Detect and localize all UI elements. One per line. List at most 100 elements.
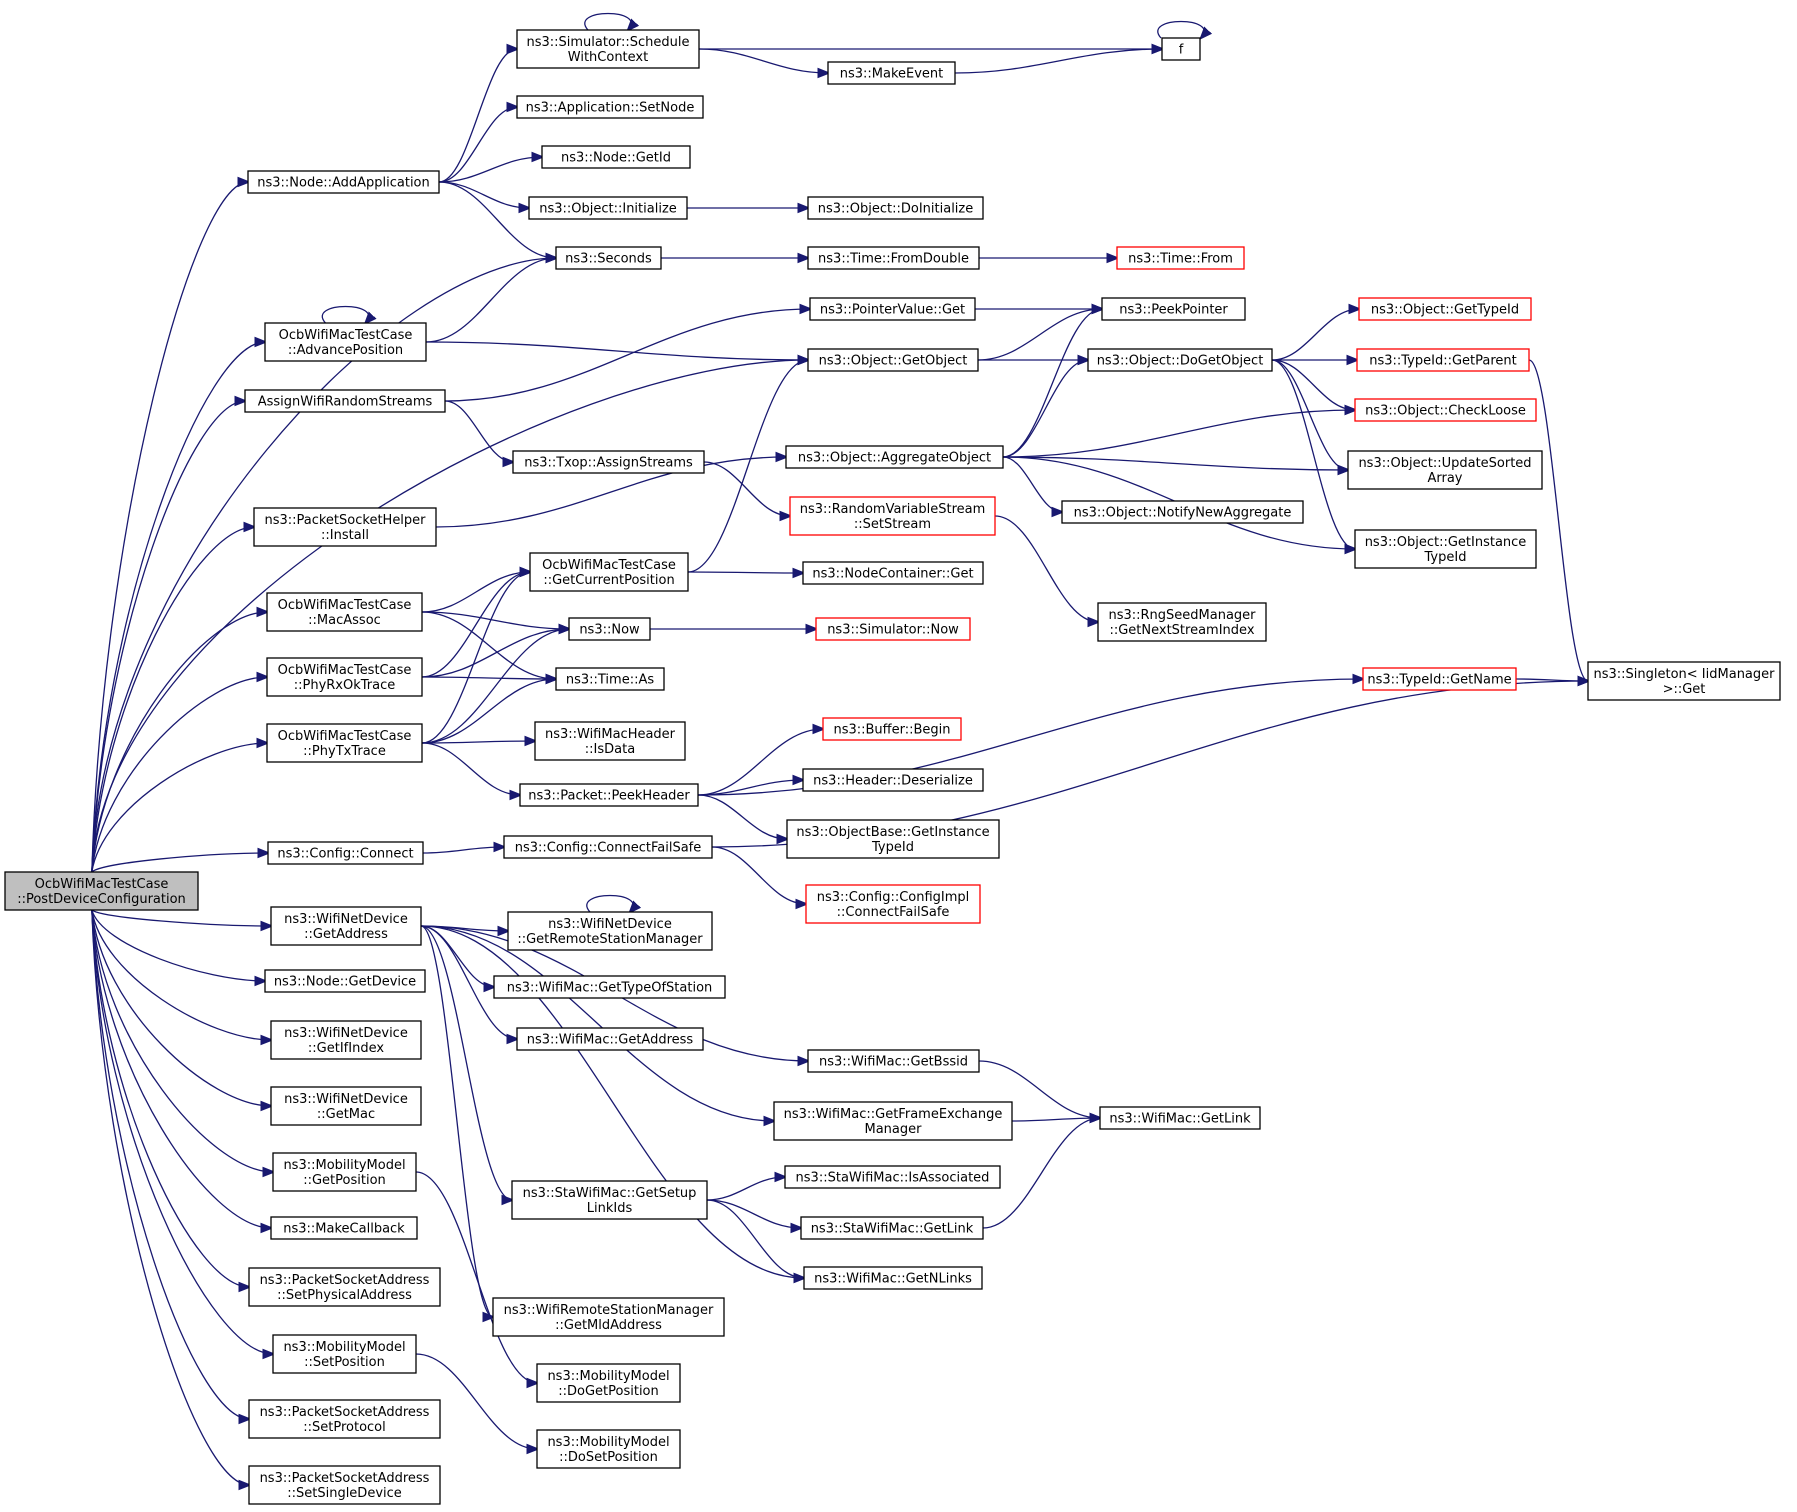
edge-schedctx-self-loop [584, 12, 631, 31]
node-phyrxok[interactable]: OcbWifiMacTestCase::PhyRxOkTrace [266, 657, 423, 697]
node-box [1099, 1106, 1261, 1130]
node-assignrs[interactable]: AssignWifiRandomStreams [244, 389, 446, 413]
node-makecb[interactable]: ns3::MakeCallback [270, 1216, 418, 1240]
node-simnow[interactable]: ns3::Simulator::Now [815, 617, 971, 641]
node-label: ns3::Object::GetObject [819, 354, 968, 369]
node-now[interactable]: ns3::Now [568, 617, 651, 641]
edge-root-to-cfgconnect [91, 853, 268, 873]
node-label: ns3::PacketSocketHelper [264, 513, 426, 528]
node-label: ns3::MobilityModel [547, 1435, 669, 1450]
node-mmdosetpos[interactable]: ns3::MobilityModel::DoSetPosition [536, 1429, 681, 1469]
node-f[interactable]: f [1161, 37, 1201, 61]
edge-wndgetrsm-self-loop [586, 894, 633, 913]
node-label: OcbWifiMacTestCase [278, 598, 412, 613]
edge-wndgetaddr-to-macgetfem [420, 925, 774, 1121]
node-peekheader[interactable]: ns3::Packet::PeekHeader [519, 783, 699, 807]
node-macgetaddr[interactable]: ns3::WifiMac::GetAddress [516, 1027, 704, 1051]
node-isdata[interactable]: ns3::WifiMacHeader::IsData [534, 721, 686, 761]
node-checkloose[interactable]: ns3::Object::CheckLoose [1354, 398, 1537, 422]
node-wndgetmac[interactable]: ns3::WifiNetDevice::GetMac [270, 1086, 422, 1126]
node-bufbegin[interactable]: ns3::Buffer::Begin [822, 717, 962, 741]
node-seconds[interactable]: ns3::Seconds [555, 246, 662, 270]
node-label: ns3::PointerValue::Get [820, 303, 965, 318]
node-aggobj[interactable]: ns3::Object::AggregateObject [785, 445, 1004, 469]
edge-advpos-self-loop [321, 305, 368, 324]
node-fromdouble[interactable]: ns3::Time::FromDouble [807, 246, 980, 270]
node-wndgetrsm[interactable]: ns3::WifiNetDevice::GetRemoteStationMana… [507, 911, 713, 951]
node-psinstall[interactable]: ns3::PacketSocketHelper::Install [253, 507, 437, 547]
node-stagetlink[interactable]: ns3::StaWifiMac::GetLink [800, 1216, 984, 1240]
node-label: ns3::WifiMac::GetBssid [819, 1055, 968, 1070]
node-cfgconnfs[interactable]: ns3::Config::ConnectFailSafe [503, 835, 713, 859]
node-makeevent[interactable]: ns3::MakeEvent [827, 61, 956, 85]
node-box [803, 1266, 983, 1290]
node-mmgetpos[interactable]: ns3::MobilityModel::GetPosition [272, 1152, 417, 1192]
node-objdoinit[interactable]: ns3::Object::DoInitialize [807, 196, 984, 220]
node-advpos[interactable]: OcbWifiMacTestCase::AdvancePosition [264, 322, 427, 362]
edge-stagetlink-to-macgetlink [982, 1118, 1100, 1229]
node-rsmgetmld[interactable]: ns3::WifiRemoteStationManager::GetMldAdd… [492, 1297, 725, 1337]
node-psasetsingle[interactable]: ns3::PacketSocketAddress::SetSingleDevic… [248, 1465, 441, 1505]
node-box [264, 322, 427, 362]
node-macgetnlinks[interactable]: ns3::WifiMac::GetNLinks [803, 1266, 983, 1290]
edge-aggobj-to-dogetobject [1002, 360, 1088, 458]
node-ncget[interactable]: ns3::NodeContainer::Get [802, 561, 984, 585]
node-hdrdeser[interactable]: ns3::Header::Deserialize [802, 768, 984, 792]
node-appsetnode[interactable]: ns3::Application::SetNode [516, 95, 704, 119]
node-getcurpos[interactable]: OcbWifiMacTestCase::GetCurrentPosition [529, 552, 689, 592]
node-box [516, 95, 704, 119]
node-mmdogetpos[interactable]: ns3::MobilityModel::DoGetPosition [536, 1363, 681, 1403]
node-label: ns3::WifiNetDevice [284, 1026, 408, 1041]
node-phytx[interactable]: OcbWifiMacTestCase::PhyTxTrace [266, 723, 423, 763]
node-rngnext[interactable]: ns3::RngSeedManager::GetNextStreamIndex [1097, 602, 1267, 642]
node-macassoc[interactable]: OcbWifiMacTestCase::MacAssoc [266, 592, 423, 632]
node-singleton[interactable]: ns3::Singleton< IidManager>::Get [1587, 661, 1781, 701]
node-getparent[interactable]: ns3::TypeId::GetParent [1356, 348, 1530, 372]
node-box [248, 1465, 441, 1505]
node-macgetlink[interactable]: ns3::WifiMac::GetLink [1099, 1106, 1261, 1130]
node-cfgconnect[interactable]: ns3::Config::Connect [267, 841, 424, 865]
node-psasetproto[interactable]: ns3::PacketSocketAddress::SetProtocol [248, 1399, 441, 1439]
node-notifyagg[interactable]: ns3::Object::NotifyNewAggregate [1061, 500, 1304, 524]
node-mmsetpos[interactable]: ns3::MobilityModel::SetPosition [272, 1334, 417, 1374]
node-ptrget[interactable]: ns3::PointerValue::Get [809, 297, 976, 321]
node-nodegetdev[interactable]: ns3::Node::GetDevice [264, 969, 426, 993]
node-peekptr[interactable]: ns3::PeekPointer [1101, 297, 1246, 321]
node-addapp[interactable]: ns3::Node::AddApplication [247, 170, 440, 194]
node-timefrom[interactable]: ns3::Time::From [1116, 246, 1245, 270]
node-rvssetstream[interactable]: ns3::RandomVariableStream::SetStream [789, 496, 996, 536]
node-nodegetid[interactable]: ns3::Node::GetId [541, 145, 691, 169]
node-label: ns3::StaWifiMac::GetLink [811, 1222, 974, 1237]
node-txopassign[interactable]: ns3::Txop::AssignStreams [512, 450, 705, 474]
node-typeidgetname[interactable]: ns3::TypeId::GetName [1362, 667, 1517, 691]
node-timeas[interactable]: ns3::Time::As [555, 667, 665, 691]
node-label: ns3::WifiNetDevice [548, 917, 672, 932]
node-dogetobject[interactable]: ns3::Object::DoGetObject [1087, 348, 1273, 372]
node-root[interactable]: OcbWifiMacTestCase::PostDeviceConfigurat… [4, 871, 199, 911]
node-objinit[interactable]: ns3::Object::Initialize [528, 196, 688, 220]
node-psasetphys[interactable]: ns3::PacketSocketAddress::SetPhysicalAdd… [248, 1267, 441, 1307]
node-wndgetaddr[interactable]: ns3::WifiNetDevice::GetAddress [270, 906, 422, 946]
node-label: ns3::Time::As [566, 673, 655, 688]
node-staisassoc[interactable]: ns3::StaWifiMac::IsAssociated [784, 1165, 1001, 1189]
node-getobject[interactable]: ns3::Object::GetObject [807, 348, 979, 372]
edge-dogetobject-to-updsorted [1271, 359, 1348, 470]
node-box [809, 297, 976, 321]
node-wndgetif[interactable]: ns3::WifiNetDevice::GetIfIndex [270, 1020, 422, 1060]
node-label: ns3::Header::Deserialize [813, 774, 973, 789]
node-gettypeid[interactable]: ns3::Object::GetTypeId [1358, 297, 1532, 321]
edge-rvssetstream-to-rngnext [994, 515, 1098, 622]
edge-getparent-to-singleton [1528, 359, 1588, 681]
edge-advpos-to-getobject [425, 341, 808, 360]
node-cfgimplconn[interactable]: ns3::Config::ConfigImpl::ConnectFailSafe [805, 884, 981, 924]
node-macgetbssid[interactable]: ns3::WifiMac::GetBssid [807, 1049, 980, 1073]
node-box [827, 61, 956, 85]
node-box [528, 196, 688, 220]
node-macgettype[interactable]: ns3::WifiMac::GetTypeOfStation [493, 975, 726, 999]
